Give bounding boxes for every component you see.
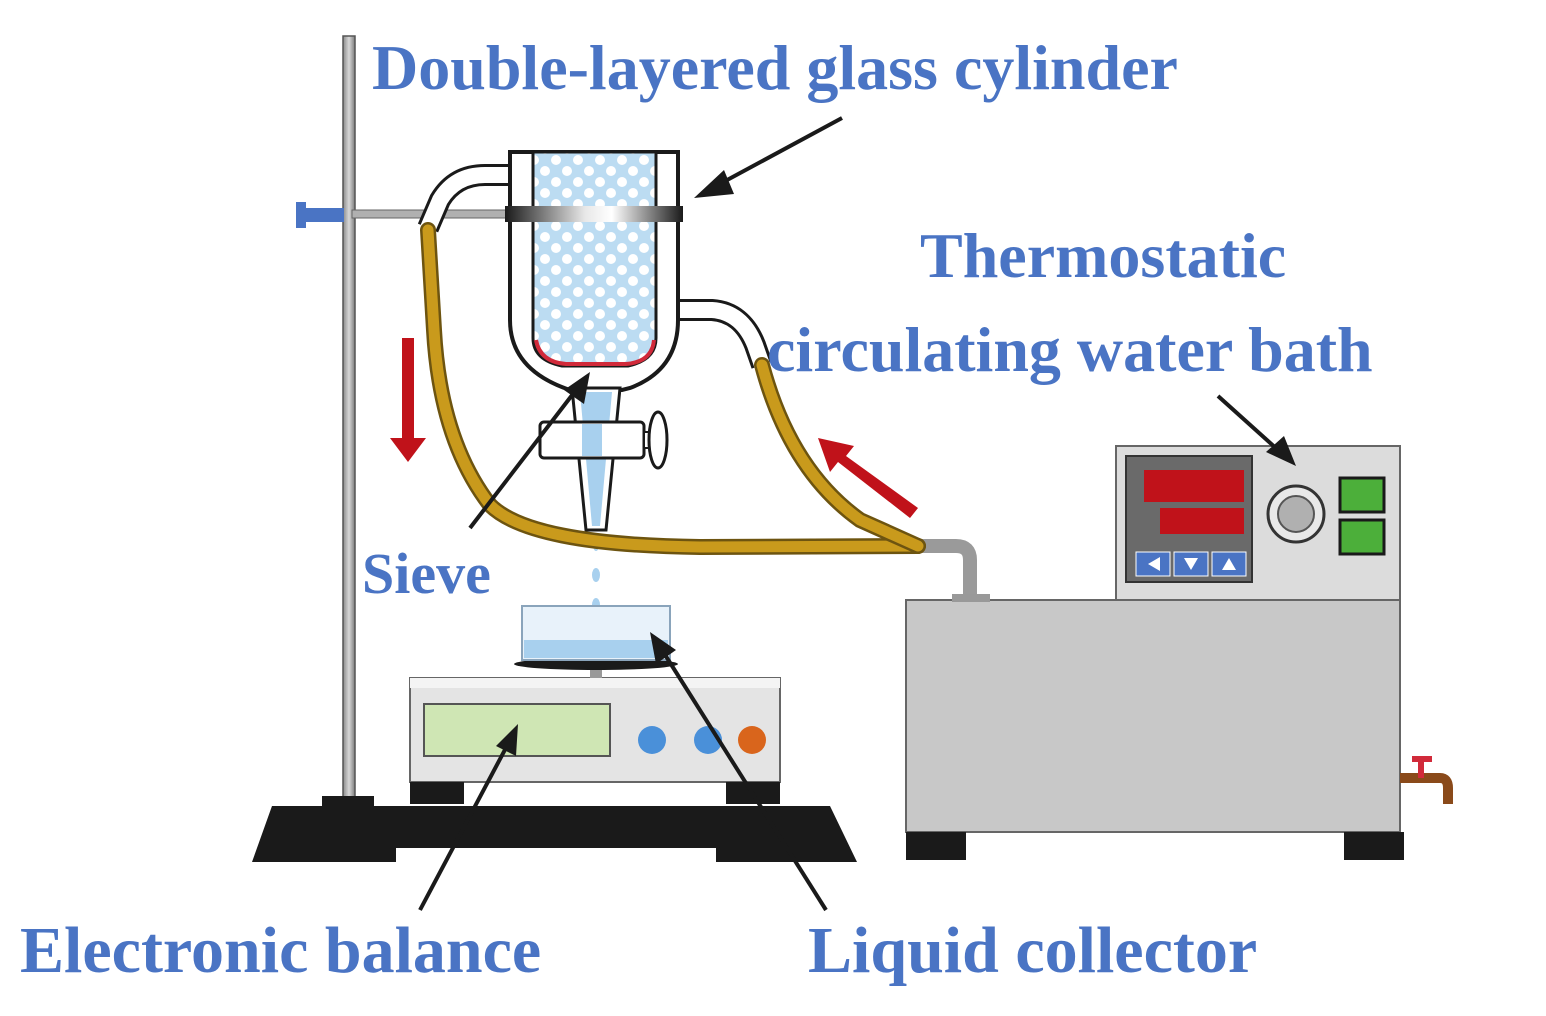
label-sieve: Sieve [362,541,491,606]
flow-arrows [390,338,918,518]
stand-rod [342,35,356,803]
display-bottom [1160,508,1244,534]
rod-foot [322,796,374,806]
left-triangle-icon [1148,557,1160,571]
stand-base [252,806,857,862]
arrow-head-balance [496,724,518,756]
up-triangle-icon [1222,558,1236,570]
arrow-head-sieve [564,372,590,404]
label-thermostatic-line1: Thermostatic [920,220,1287,291]
red-diagonal-arrow-icon [818,438,918,518]
glass-cylinder [417,150,773,643]
water-bath [905,445,1453,860]
clamp-band [505,206,683,222]
arrow-head-collector [650,632,676,664]
stopcock-handle [647,410,669,470]
green-button-1 [1338,476,1386,514]
label-electronic-balance: Electronic balance [20,914,542,987]
sieve-line [534,339,656,366]
clamp-knob-icon [296,202,344,228]
arrow-head-cylinder [694,170,734,198]
label-liquid-collector: Liquid collector [808,914,1258,987]
bath-body [905,599,1401,833]
label-thermostatic-line2: circulating water bath [767,314,1373,385]
pointer-arrows [418,116,1296,912]
balance-button-1 [638,726,666,754]
arrow-head-bath [1266,436,1296,466]
red-down-arrow-icon [390,338,426,462]
packed-bed [531,150,658,368]
label-glass-cylinder: Double-layered glass cylinder [372,32,1178,103]
electronic-balance [409,605,781,804]
display-top [1144,470,1244,502]
green-button-2 [1338,518,1386,556]
down-triangle-icon [1184,558,1198,570]
balance-button-3 [738,726,766,754]
